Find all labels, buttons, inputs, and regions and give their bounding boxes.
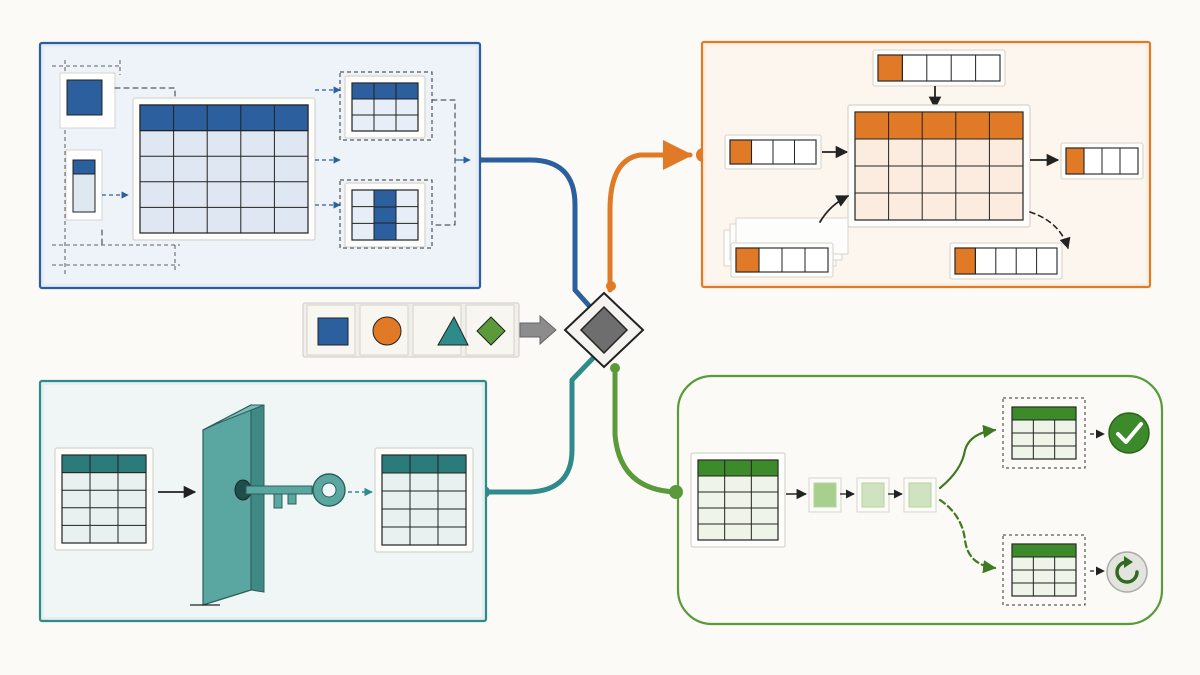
strip-key-cell <box>954 247 976 275</box>
arrow-curve-dashed <box>1029 211 1071 250</box>
arrow-to-hub <box>519 314 557 346</box>
incoming-record-left <box>724 134 822 170</box>
door-top <box>202 404 265 431</box>
pipeline-step-box <box>861 482 885 508</box>
main-table <box>132 97 316 241</box>
source-table-header <box>61 454 147 474</box>
output-record <box>1060 142 1144 180</box>
dash-merge <box>431 99 456 226</box>
strip-key-cell <box>1065 147 1085 175</box>
split-table-bottom-column <box>373 189 397 241</box>
success-table-header <box>1011 406 1077 421</box>
rejected-record <box>949 242 1063 280</box>
branch-success <box>938 424 997 490</box>
column-head <box>72 159 96 175</box>
triangle-icon <box>437 315 469 346</box>
branch-retry <box>938 498 997 574</box>
success-frame <box>1002 397 1086 469</box>
connector-hub-orange <box>606 281 616 291</box>
merged-table-header <box>854 111 1024 140</box>
key-tooth <box>287 493 297 505</box>
door-edge <box>250 404 265 593</box>
key-shaft <box>245 485 313 495</box>
target-table-header <box>381 454 467 474</box>
panel-key-unlock <box>38 379 488 623</box>
panel-schema-split <box>38 41 482 290</box>
retry-icon <box>1106 551 1148 593</box>
door-icon <box>202 404 252 606</box>
key-bow-hole <box>321 482 337 498</box>
diamond-hub-icon <box>579 305 629 355</box>
pipeline-step-box <box>813 482 837 508</box>
hub-center <box>302 291 645 369</box>
incoming-record-top <box>872 49 1006 87</box>
strip-key-cell <box>877 54 903 82</box>
retry-frame <box>1002 534 1086 606</box>
retry-arc <box>1115 560 1139 584</box>
connector-orange <box>607 140 693 293</box>
panel-pipeline-validate <box>676 374 1164 626</box>
key-tooth <box>273 493 283 509</box>
dash-link <box>114 87 176 106</box>
connector-hub-green <box>610 363 620 373</box>
split-frame-bottom <box>339 179 433 249</box>
connector-teal <box>481 352 599 495</box>
split-frame-top <box>339 71 433 141</box>
retry-arrowhead <box>1124 556 1133 568</box>
split-table-top-header <box>351 82 419 100</box>
checkmark-glyph <box>1116 422 1143 444</box>
connector-node-green <box>669 485 683 499</box>
source-square <box>66 79 103 116</box>
retry-table-header <box>1011 543 1077 558</box>
strip-key-cell <box>735 247 760 273</box>
strip-key-cell <box>729 139 753 165</box>
table-header <box>139 104 309 132</box>
panel-merge-append <box>700 40 1152 289</box>
arrow-curve-merge <box>819 195 850 223</box>
diamond-icon <box>476 316 506 346</box>
pipeline-step-box <box>908 482 932 508</box>
pipeline-table-header <box>697 459 779 477</box>
checkmark-icon <box>1108 412 1150 454</box>
circle-icon <box>372 316 402 346</box>
connector-green <box>612 367 679 495</box>
connector-blue <box>473 157 603 321</box>
square-icon <box>317 317 349 346</box>
stacked-records <box>730 242 834 278</box>
panel-green-frame <box>676 374 1164 626</box>
